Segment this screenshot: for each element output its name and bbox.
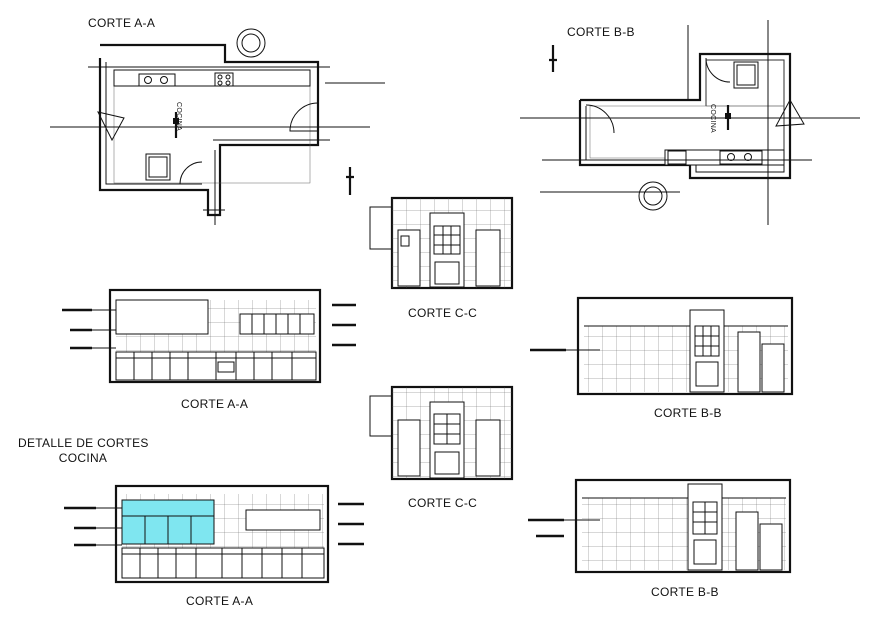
section-corte-a-a-2 [64, 484, 364, 584]
plan-a-label: CORTE A-A [88, 16, 156, 30]
title-line-2: COCINA [58, 451, 108, 465]
room-label-a: COCINA [175, 102, 182, 132]
plan-b-label: CORTE B-B [567, 25, 635, 39]
section-c1-label: CORTE C-C [408, 306, 478, 320]
plan-corte-a-a [50, 28, 385, 225]
section-corte-a-a-1 [62, 288, 356, 384]
room-label-b: COCINA [709, 104, 716, 134]
section-c2-label: CORTE C-C [408, 496, 478, 510]
title-block: DETALLE DE CORTES COCINA [18, 436, 148, 466]
section-corte-c-c-1 [369, 196, 514, 290]
plan-corte-b-b [520, 20, 860, 225]
section-corte-b-b-2 [528, 478, 792, 574]
section-corte-c-c-2 [369, 385, 514, 481]
section-a1-label: CORTE A-A [181, 397, 249, 411]
section-corte-b-b-1 [530, 296, 794, 396]
title-line-1: DETALLE DE CORTES [18, 436, 149, 450]
section-b2-label: CORTE B-B [651, 585, 719, 599]
section-b1-label: CORTE B-B [654, 406, 722, 420]
section-a2-label: CORTE A-A [186, 594, 254, 608]
